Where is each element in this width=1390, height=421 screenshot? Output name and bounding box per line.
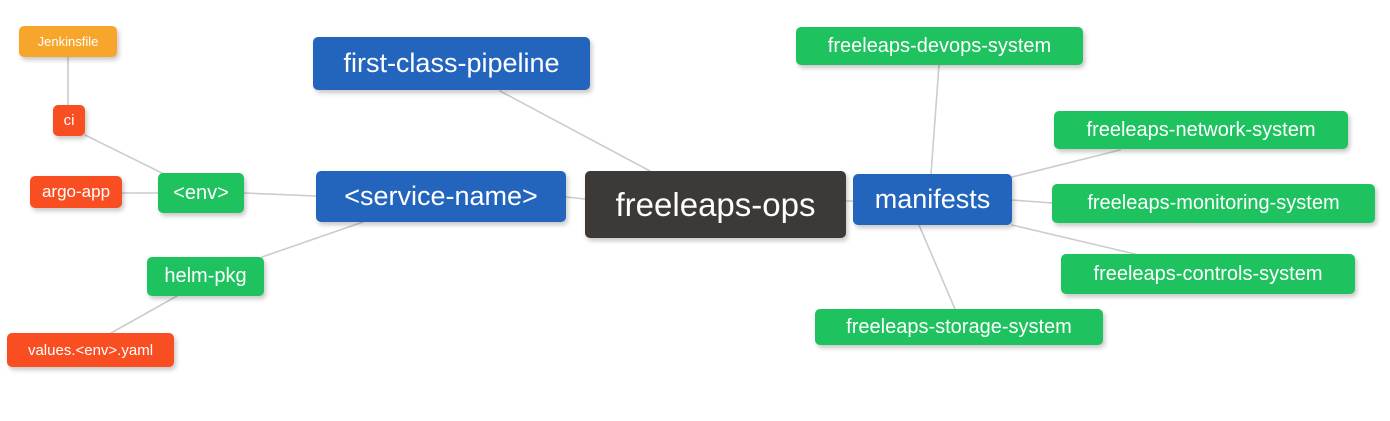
node-freeleaps-controls-system[interactable]: freeleaps-controls-system [1061, 254, 1355, 294]
edge-manifests-devops [930, 64, 940, 175]
node-freeleaps-network-system[interactable]: freeleaps-network-system [1054, 111, 1348, 149]
edge-pipeline-root [499, 90, 651, 172]
edge-manifests-controls [1011, 224, 1136, 255]
edge-manifests-monitoring [1011, 199, 1053, 204]
node-values-env-yaml[interactable]: values.<env>.yaml [7, 333, 174, 367]
edge-values-yaml-helm-pkg [110, 295, 178, 334]
node-freeleaps-ops-root[interactable]: freeleaps-ops [585, 171, 846, 238]
node-argo-app[interactable]: argo-app [30, 176, 122, 208]
edge-manifests-storage [918, 224, 956, 310]
edge-env-service-name [243, 192, 317, 197]
edge-helm-pkg-service-name [261, 221, 364, 258]
node-freeleaps-storage-system[interactable]: freeleaps-storage-system [815, 309, 1103, 345]
node-freeleaps-devops-system[interactable]: freeleaps-devops-system [796, 27, 1083, 65]
edge-service-name-root [565, 196, 586, 200]
node-manifests[interactable]: manifests [853, 174, 1012, 225]
node-jenkinsfile[interactable]: Jenkinsfile [19, 26, 117, 57]
edge-ci-env [84, 134, 165, 175]
edge-manifests-network [1011, 149, 1121, 178]
node-helm-pkg[interactable]: helm-pkg [147, 257, 264, 296]
node-first-class-pipeline[interactable]: first-class-pipeline [313, 37, 590, 90]
node-env[interactable]: <env> [158, 173, 244, 213]
node-ci[interactable]: ci [53, 105, 85, 136]
node-service-name[interactable]: <service-name> [316, 171, 566, 222]
node-freeleaps-monitoring-system[interactable]: freeleaps-monitoring-system [1052, 184, 1375, 223]
